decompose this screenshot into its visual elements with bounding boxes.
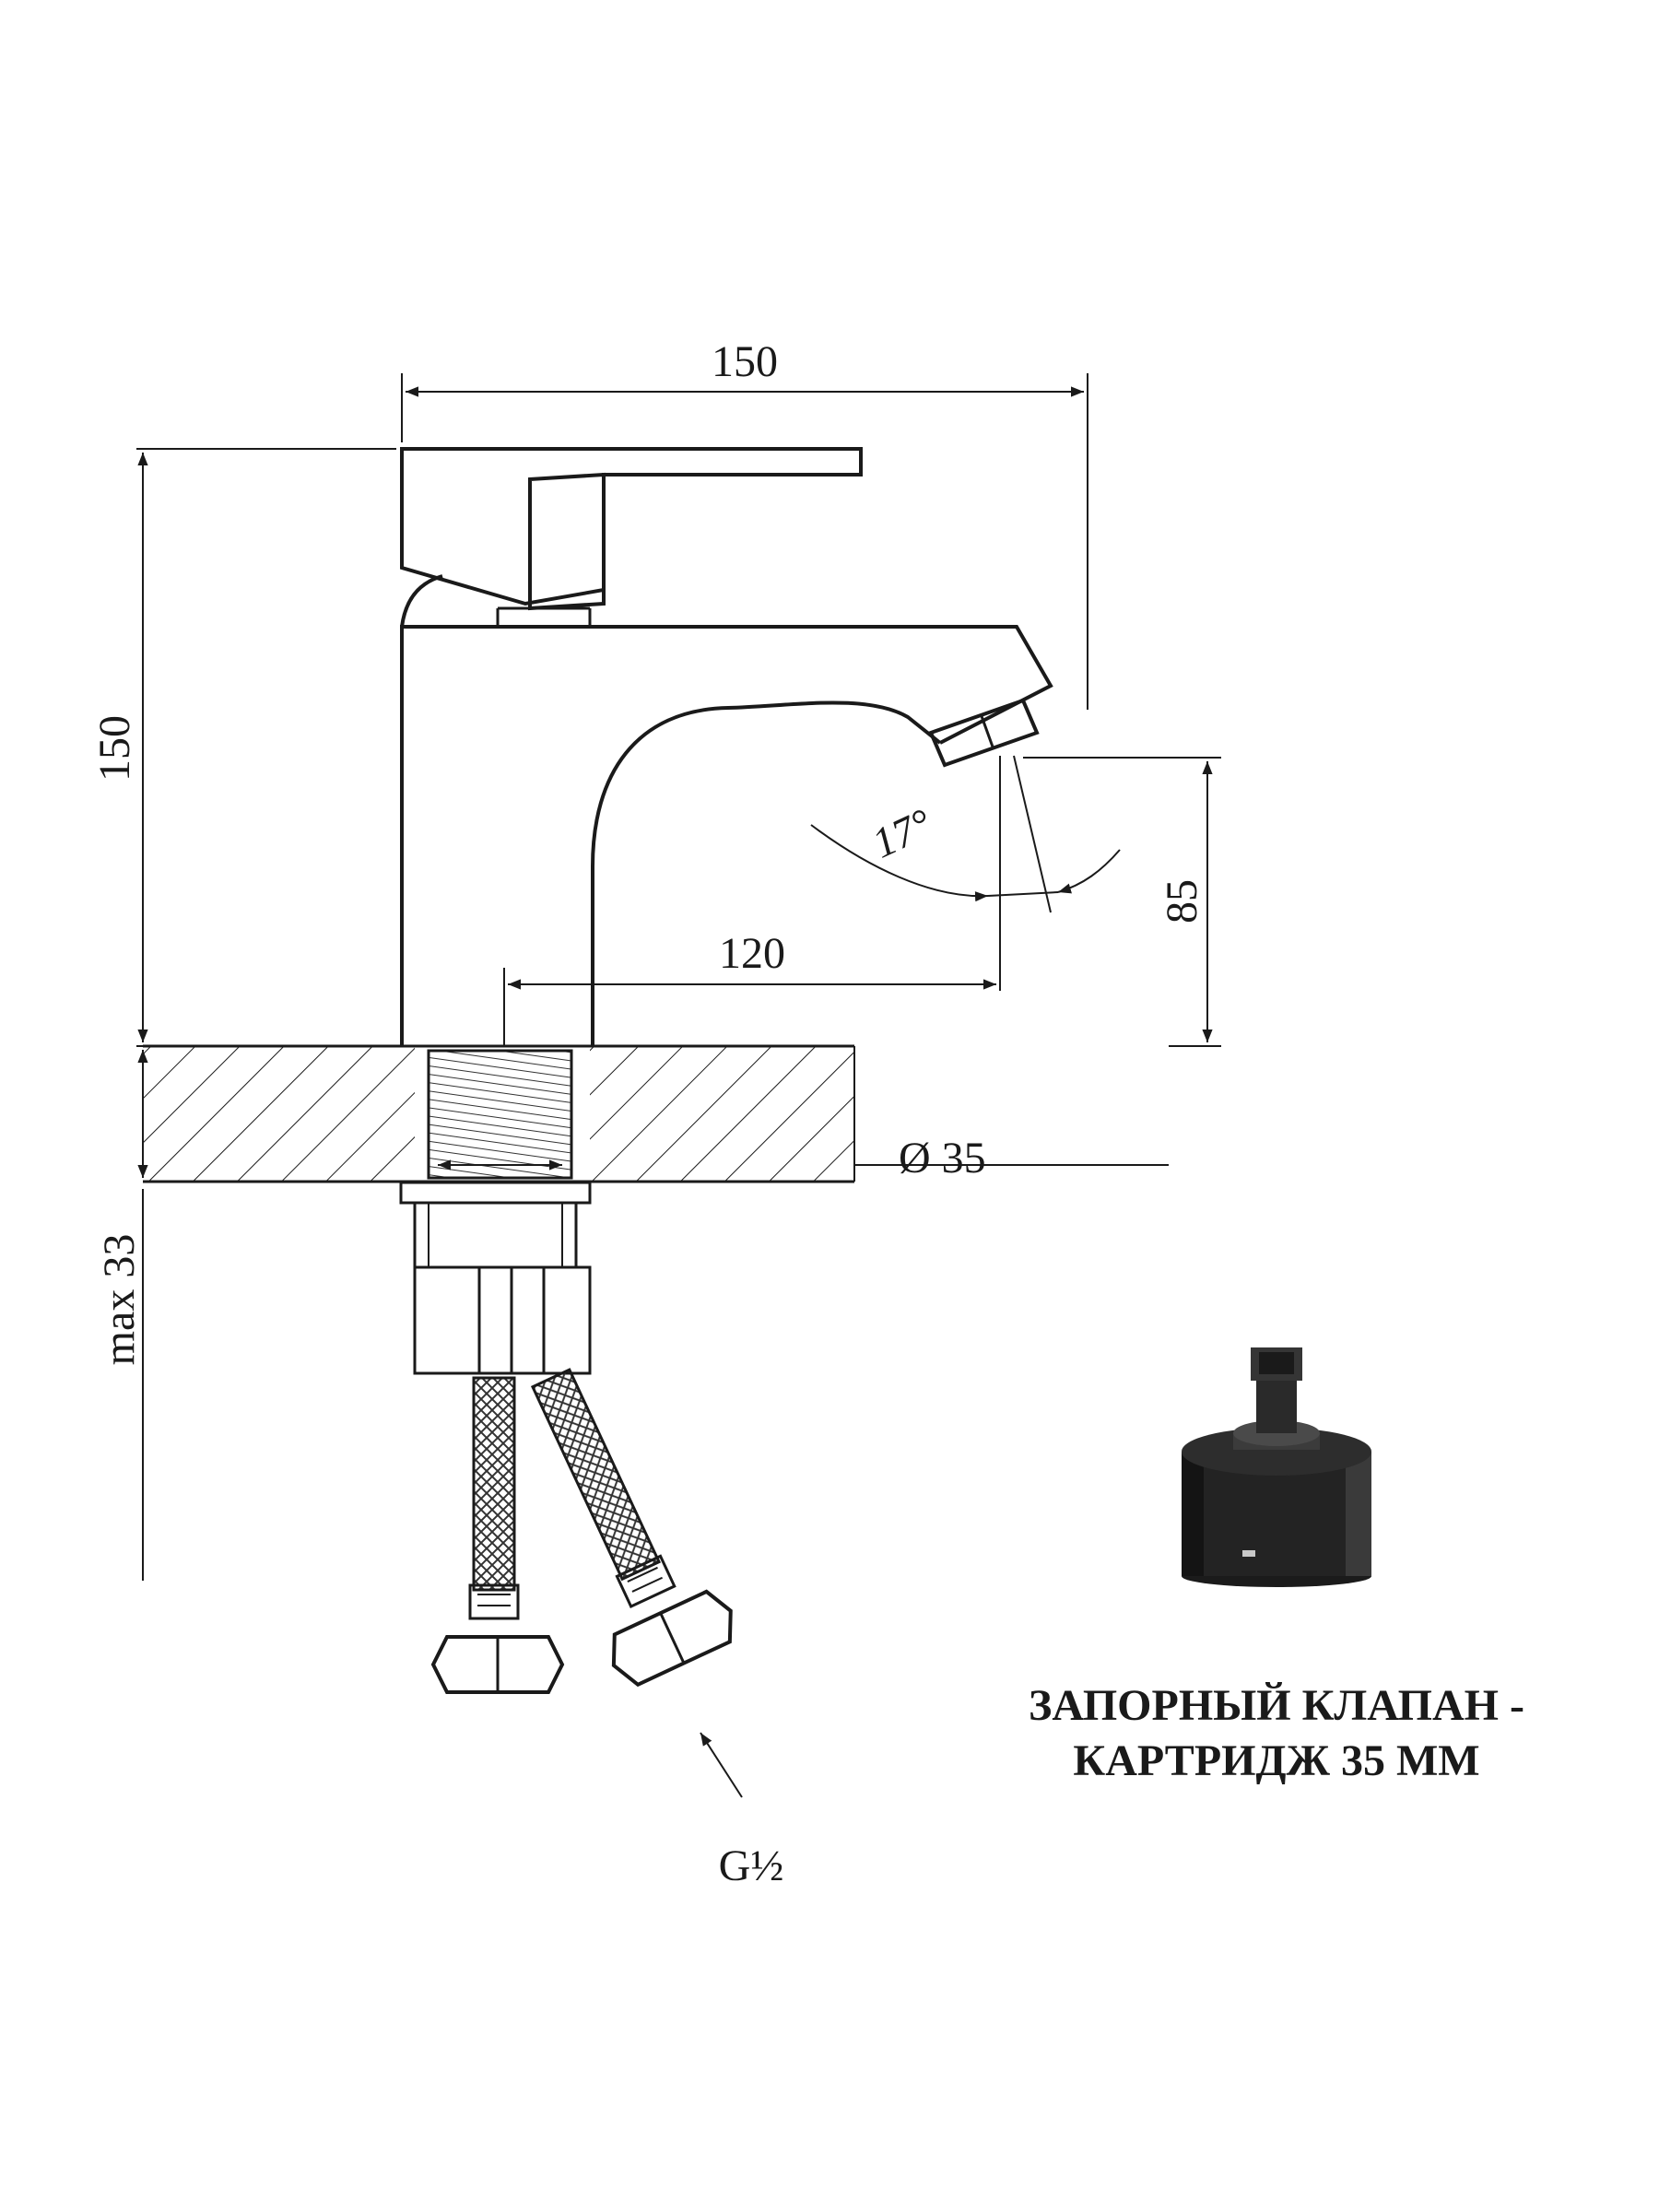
countertop-section [143,1044,1169,1183]
dim-hole-diameter-label: Ø 35 [899,1134,986,1182]
supply-hose-right [530,1368,677,1608]
faucet-lever [400,447,863,628]
dimension-total-height: 150 [90,448,402,1047]
hose-nut-left [430,1635,565,1694]
dim-spout-reach-label: 120 [719,929,785,978]
threaded-shank [427,1049,573,1180]
supply-hose-left [468,1376,520,1620]
dimension-total-width: 150 [401,337,1088,710]
dimension-connection-thread: G½ [700,1732,784,1890]
dim-total-width-label: 150 [712,337,778,386]
cartridge-caption-line1: ЗАПОРНЫЙ КЛАПАН - [1029,1681,1524,1730]
cartridge-caption-line2: КАРТРИДЖ 35 ММ [1073,1736,1479,1785]
hose-nut-right [611,1589,733,1688]
dimension-spout-reach: 120 [503,756,1001,1046]
dimension-spout-height: 85 [1023,757,1221,1047]
aerator [928,698,1040,768]
dimension-aerator-angle: 17° [810,755,1121,913]
cartridge-image [1182,1347,1371,1587]
dim-total-height-label: 150 [90,715,139,782]
dim-spout-height-label: 85 [1158,879,1206,924]
dim-max-countertop-label: max 33 [95,1234,144,1366]
mounting-nut [399,1181,592,1375]
dimension-hole-diameter: Ø 35 [438,1134,986,1182]
connection-thread-label: G½ [719,1841,784,1890]
dim-aerator-angle-label: 17° [865,799,938,866]
faucet-body [400,606,1053,1046]
dimension-max-countertop: max 33 [95,1050,148,1581]
